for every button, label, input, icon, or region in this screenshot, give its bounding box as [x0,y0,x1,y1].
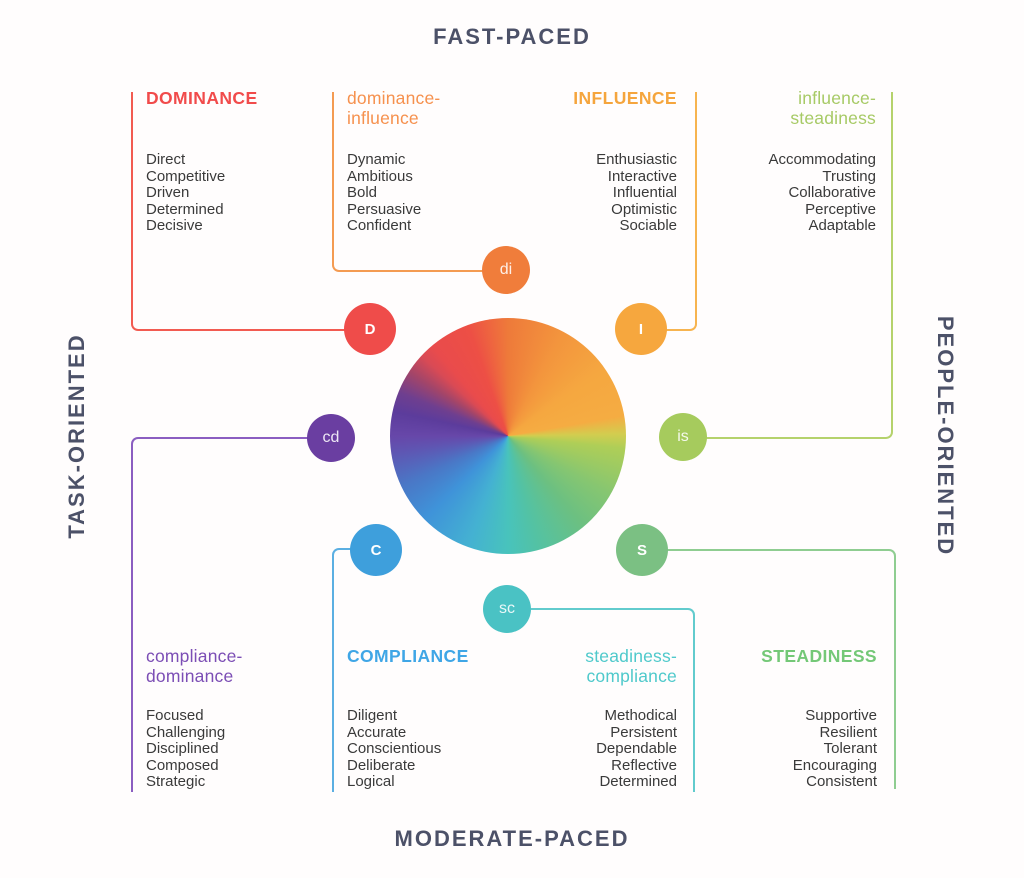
block-dominance-influence: dominance- influence [347,88,440,128]
trait-item: Consistent [806,773,877,791]
trait-item: Focused [146,707,204,724]
trait-item: Persuasive [347,200,422,218]
node-dominance-label: D [364,320,376,338]
trait-item: Supportive [805,707,877,724]
trait-item: Diligent [347,707,398,724]
node-compliance-dominance: cd [307,414,355,462]
trait-item: Decisive [146,217,203,235]
trait-item: Driven [146,184,190,202]
block-compliance-dominance-heading: compliance- dominance [146,646,243,686]
trait-item: Resilient [819,723,877,741]
axis-label-fast-paced: FAST-PACED [433,24,591,49]
trait-item: Accurate [347,723,407,741]
node-influence: I [615,303,667,355]
node-dominance-influence-label: di [499,261,513,278]
connector-compliance [332,548,353,792]
block-influence-steadiness: influence- steadiness [790,88,876,128]
trait-item: Collaborative [788,184,876,202]
trait-item: Dependable [596,740,677,758]
connector-dominance [131,92,348,331]
trait-item: Competitive [146,167,226,185]
trait-item: Tolerant [823,740,877,758]
trait-item: Optimistic [611,200,677,218]
block-steadiness-traits: Supportive Resilient Tolerant Encouragin… [792,707,877,791]
block-influence-heading: INFLUENCE [573,88,677,108]
block-dominance-traits: Direct Competitive Driven Determined Dec… [146,151,226,235]
node-compliance: C [350,524,402,576]
trait-item: Composed [146,756,219,774]
trait-item: Confident [347,217,412,235]
axis-label-moderate-paced: MODERATE-PACED [394,826,630,851]
block-influence-steadiness-traits: Accommodating Trusting Collaborative Per… [768,151,876,235]
trait-item: Strategic [146,773,206,791]
block-compliance-dominance-traits: Focused Challenging Disciplined Composed… [146,707,226,791]
block-steadiness-heading: STEADINESS [761,646,877,666]
trait-item: Determined [599,773,677,791]
trait-item: Bold [347,184,378,202]
block-compliance-dominance: compliance- dominance [146,646,243,686]
node-dominance-influence: di [482,246,530,294]
block-influence-traits: Enthusiastic Interactive Influential Opt… [596,151,677,235]
block-influence-steadiness-heading: influence- steadiness [790,88,876,128]
node-steadiness: S [616,524,668,576]
block-dominance: DOMINANCE [146,88,258,108]
trait-item: Determined [146,200,224,218]
trait-item: Adaptable [808,217,876,235]
trait-item: Deliberate [347,756,416,774]
node-dominance: D [344,303,396,355]
block-steadiness: STEADINESS [761,646,877,666]
node-influence-label: I [638,320,644,338]
trait-item: Reflective [611,756,677,774]
trait-item: Sociable [619,217,677,235]
axis-label-people-oriented: PEOPLE-ORIENTED [933,315,958,557]
trait-item: Trusting [822,167,876,185]
disc-color-wheel [390,318,626,554]
node-steadiness-compliance: sc [483,585,531,633]
block-compliance-traits: Diligent Accurate Conscientious Delibera… [347,707,442,791]
connector-influence-steadiness [706,92,893,439]
connector-steadiness [667,549,896,789]
node-influence-steadiness-label: is [677,428,689,445]
trait-item: Enthusiastic [596,151,677,168]
connector-influence [666,92,697,331]
block-compliance-heading: COMPLIANCE [347,646,469,666]
axis-label-task-oriented: TASK-ORIENTED [64,333,89,539]
node-steadiness-label: S [636,541,647,559]
trait-item: Disciplined [146,740,219,758]
node-compliance-label: C [370,541,382,559]
block-compliance: COMPLIANCE [347,646,469,666]
block-dominance-influence-heading: dominance- influence [347,88,441,128]
connector-compliance-dominance [131,437,310,792]
trait-item: Dynamic [347,151,406,168]
block-steadiness-compliance-traits: Methodical Persistent Dependable Reflect… [596,707,677,791]
node-compliance-dominance-label: cd [322,429,340,446]
block-steadiness-compliance-heading: steadiness- compliance [585,646,677,686]
block-influence: INFLUENCE [573,88,677,108]
trait-item: Ambitious [347,167,413,185]
trait-item: Conscientious [347,740,442,758]
trait-item: Perceptive [805,200,876,218]
node-influence-steadiness: is [659,413,707,461]
trait-item: Accommodating [768,151,876,168]
node-steadiness-compliance-label: sc [499,600,515,617]
block-dominance-heading: DOMINANCE [146,88,258,108]
trait-item: Direct [146,151,186,168]
connector-dominance-influence [332,92,486,272]
trait-item: Encouraging [792,756,877,774]
block-dominance-influence-traits: Dynamic Ambitious Bold Persuasive Confid… [347,151,422,235]
trait-item: Influential [612,184,677,202]
trait-item: Persistent [610,723,677,741]
trait-item: Methodical [604,707,677,724]
trait-item: Logical [347,773,395,791]
block-steadiness-compliance: steadiness- compliance [585,646,677,686]
trait-item: Interactive [607,167,677,185]
trait-item: Challenging [146,723,226,741]
connector-steadiness-compliance [531,608,695,792]
